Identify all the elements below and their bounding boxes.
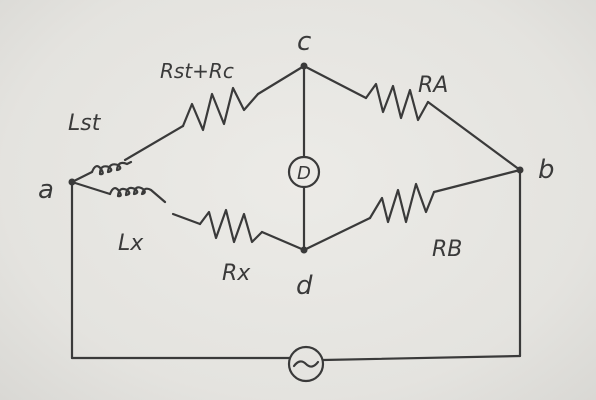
rst-rc-label: Rst+Rc	[160, 59, 234, 83]
wire-d-to-rb	[302, 216, 372, 252]
lx-label: Lx	[118, 231, 144, 256]
node-a-dot	[68, 178, 76, 186]
ac-source-wave-icon	[292, 360, 320, 368]
wire-a-to-lx	[70, 180, 112, 196]
rx-label: Rx	[222, 261, 251, 286]
node-d-dot	[300, 246, 308, 254]
wire-a-to-lst	[70, 170, 94, 184]
wire-ra-to-b	[426, 100, 522, 172]
wire-rst-to-c	[256, 64, 306, 96]
node-a-label: a	[38, 175, 54, 205]
rb-label: RB	[432, 237, 462, 262]
resistor-rst-rc-symbol	[181, 86, 260, 132]
wire-rb-to-b	[432, 168, 522, 194]
resistor-rb-symbol	[368, 182, 436, 224]
wire-rx-to-d	[260, 230, 306, 252]
node-b-label: b	[538, 155, 555, 185]
inductor-lx-symbol	[108, 186, 167, 204]
lst-label: Lst	[68, 111, 102, 136]
wire-lst-to-rst	[123, 124, 185, 162]
resistor-rx-symbol	[198, 208, 264, 244]
wire-bottom-right	[321, 354, 522, 362]
ac-source-circle	[287, 345, 325, 383]
ra-label: RA	[418, 73, 448, 98]
node-b-dot	[516, 166, 524, 174]
inductor-lst-symbol	[90, 160, 133, 176]
wire-lx-to-rx	[171, 212, 202, 226]
wire-c-to-ra	[302, 64, 368, 100]
detector-label: D	[297, 163, 311, 184]
resistor-ra-symbol	[364, 82, 430, 122]
node-c-dot	[300, 62, 308, 70]
node-d-label: d	[296, 271, 313, 301]
node-c-label: c	[297, 27, 311, 57]
